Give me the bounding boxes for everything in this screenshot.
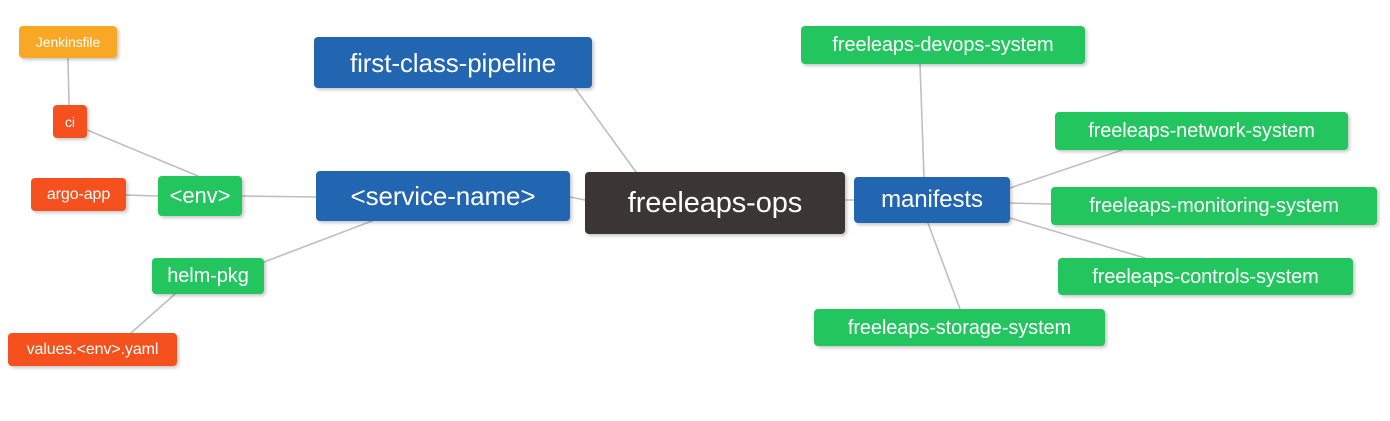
edge-freeleaps-ops-to-service-name	[569, 196, 586, 201]
node-env[interactable]: <env>	[158, 176, 242, 216]
edge-service-name-to-env	[241, 195, 317, 198]
edge-helm-pkg-to-values-env-yaml	[130, 293, 176, 334]
node-label-manifests: manifests	[881, 186, 983, 213]
edge-env-to-ci	[86, 129, 199, 177]
node-freeleaps-network-system[interactable]: freeleaps-network-system	[1055, 112, 1348, 150]
node-service-name[interactable]: <service-name>	[316, 171, 570, 221]
node-freeleaps-monitoring-system[interactable]: freeleaps-monitoring-system	[1051, 187, 1377, 225]
node-helm-pkg[interactable]: helm-pkg	[152, 258, 264, 294]
node-label-argo-app: argo-app	[46, 185, 111, 203]
node-label-freeleaps-devops-system: freeleaps-devops-system	[832, 34, 1054, 56]
node-label-first-class-pipeline: first-class-pipeline	[349, 47, 557, 78]
node-label-freeleaps-controls-system: freeleaps-controls-system	[1092, 265, 1319, 288]
node-values-env-yaml[interactable]: values.<env>.yaml	[8, 333, 177, 366]
node-label-service-name: <service-name>	[350, 181, 536, 211]
node-label-ci: ci	[65, 113, 75, 130]
node-label-env: <env>	[169, 183, 231, 208]
edge-manifests-to-freeleaps-network-system	[1009, 149, 1123, 189]
node-first-class-pipeline[interactable]: first-class-pipeline	[314, 37, 592, 88]
node-label-helm-pkg: helm-pkg	[167, 265, 249, 287]
edge-env-to-argo-app	[125, 194, 159, 197]
node-label-freeleaps-ops: freeleaps-ops	[627, 186, 803, 219]
node-label-values-env-yaml: values.<env>.yaml	[26, 340, 159, 358]
edge-manifests-to-freeleaps-storage-system	[927, 222, 961, 310]
edge-freeleaps-ops-to-first-class-pipeline	[574, 87, 637, 173]
edge-manifests-to-freeleaps-monitoring-system	[1009, 202, 1052, 205]
node-freeleaps-devops-system[interactable]: freeleaps-devops-system	[801, 26, 1085, 64]
edge-ci-to-jenkinsfile	[67, 57, 70, 106]
edge-service-name-to-helm-pkg	[263, 220, 373, 263]
node-label-jenkinsfile: Jenkinsfile	[35, 34, 101, 50]
node-freeleaps-storage-system[interactable]: freeleaps-storage-system	[814, 309, 1105, 346]
node-ci[interactable]: ci	[53, 105, 87, 138]
node-jenkinsfile[interactable]: Jenkinsfile	[19, 26, 117, 58]
node-label-freeleaps-monitoring-system: freeleaps-monitoring-system	[1089, 195, 1339, 217]
node-manifests[interactable]: manifests	[854, 177, 1010, 223]
node-argo-app[interactable]: argo-app	[31, 178, 126, 211]
node-freeleaps-ops[interactable]: freeleaps-ops	[585, 172, 845, 234]
edge-manifests-to-freeleaps-devops-system	[919, 63, 925, 178]
node-label-freeleaps-network-system: freeleaps-network-system	[1088, 120, 1315, 142]
node-freeleaps-controls-system[interactable]: freeleaps-controls-system	[1058, 258, 1353, 295]
node-label-freeleaps-storage-system: freeleaps-storage-system	[847, 316, 1072, 339]
